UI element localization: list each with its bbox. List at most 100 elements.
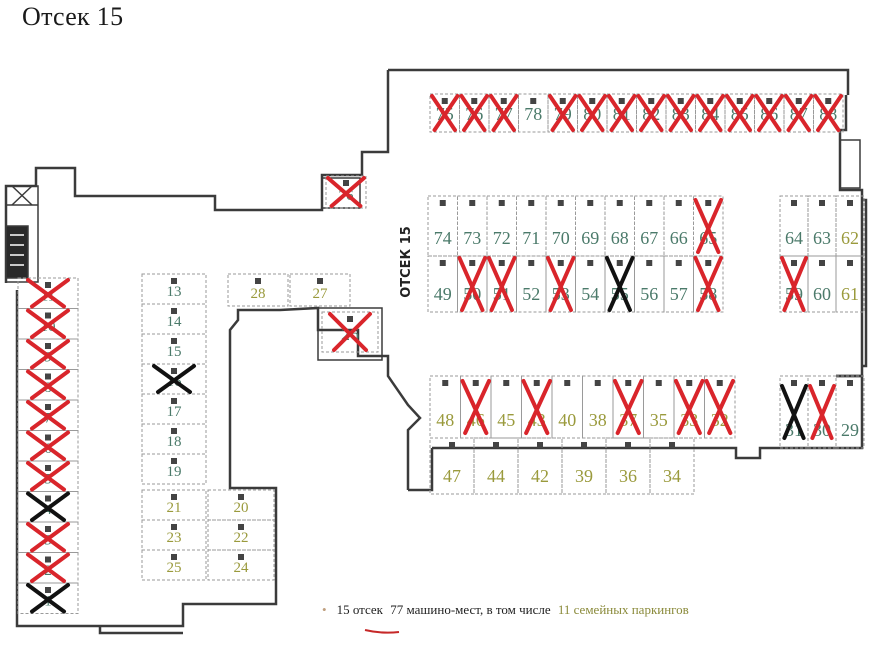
outlet-mark <box>618 98 625 104</box>
sold-cross-icon <box>704 379 735 435</box>
outlet-mark <box>500 98 507 104</box>
sold-cross-icon <box>725 94 755 132</box>
outlet-mark <box>847 260 853 266</box>
caption-part3: 11 семейных паркингов <box>557 602 689 617</box>
spot-number: 74 <box>434 228 452 248</box>
red-underline-mark <box>364 629 400 634</box>
sold-cross-icon <box>666 94 696 132</box>
stairwell <box>5 139 861 283</box>
parking-spot-58 <box>693 255 724 313</box>
spot-number: 29 <box>841 420 859 440</box>
outlet-mark <box>625 380 632 386</box>
parking-spot-62 <box>835 195 865 257</box>
sold-cross-icon <box>26 339 70 370</box>
spot-grid <box>17 93 865 614</box>
outlet-mark <box>587 260 594 266</box>
outlet-mark <box>736 98 743 104</box>
parking-spot-27 <box>289 273 351 307</box>
sold-cross-icon <box>636 94 666 132</box>
spot-number: 56 <box>640 284 658 304</box>
sold-cross-icon <box>674 379 705 435</box>
spot-number: 36 <box>619 466 637 486</box>
sold-cross-icon <box>695 94 725 132</box>
sold-cross-icon <box>605 256 635 312</box>
parking-spot-83 <box>665 93 696 133</box>
caption-part2: 77 машино-мест, в том числе <box>390 602 551 617</box>
spot-number: 78 <box>524 104 542 124</box>
outlet-mark <box>171 428 177 434</box>
parking-spot-22 <box>207 519 275 551</box>
spot-labels: 7576777879808182838485868788767473727170… <box>26 94 859 614</box>
parking-spot-34 <box>649 437 695 495</box>
spot-number: 62 <box>841 228 859 248</box>
outlet-mark <box>45 465 51 471</box>
outlet-mark <box>825 98 832 104</box>
caption-part1: 15 отсек <box>336 602 383 617</box>
outlet-mark <box>716 380 723 386</box>
spot-number: 71 <box>522 228 540 248</box>
outlet-mark <box>449 442 455 448</box>
outlet-marks <box>45 98 853 593</box>
parking-spot-35 <box>643 375 675 439</box>
spot-number: 66 <box>670 228 688 248</box>
outlet-mark <box>648 98 655 104</box>
parking-spot-77 <box>488 93 519 133</box>
outlet-mark <box>557 200 564 206</box>
parking-spot-33 <box>673 375 705 439</box>
outlet-mark <box>45 343 51 349</box>
sold-cross-icon <box>26 400 70 431</box>
page-title: Отсек 15 <box>22 2 124 31</box>
outlet-mark <box>528 260 535 266</box>
outlet-mark <box>503 380 510 386</box>
sold-cross-icon <box>487 256 517 312</box>
bullet-icon: • <box>322 602 327 617</box>
outlet-mark <box>441 98 448 104</box>
sold-cross-icon <box>813 94 843 132</box>
parking-spot-87 <box>783 93 814 133</box>
outlet-mark <box>625 442 631 448</box>
spot-number: 70 <box>552 228 570 248</box>
outlet-mark <box>847 380 853 386</box>
spot-number: 73 <box>463 228 481 248</box>
outlet-mark <box>472 380 479 386</box>
spot-number: 35 <box>650 410 668 430</box>
outlet-mark <box>469 200 476 206</box>
parking-spot-25 <box>141 549 207 581</box>
sold-cross-icon <box>430 94 460 132</box>
spot-number: 40 <box>558 410 576 430</box>
sold-cross-icon <box>521 379 552 435</box>
spot-number: 49 <box>434 284 452 304</box>
outlet-mark <box>537 442 543 448</box>
walls <box>4 68 868 635</box>
parking-spot-80 <box>577 93 608 133</box>
outlet-mark <box>45 312 51 319</box>
parking-spot-86 <box>754 93 785 133</box>
outlet-mark <box>707 98 714 104</box>
parking-spot-43 <box>521 375 553 439</box>
spot-number: 15 <box>167 344 182 360</box>
parking-spot-76 <box>325 175 367 209</box>
sold-cross-icon <box>26 278 70 309</box>
spot-number: 24 <box>234 560 250 576</box>
outlet-mark <box>616 260 623 266</box>
spot-number: 61 <box>841 284 859 304</box>
parking-spot-61 <box>835 255 865 313</box>
outlet-mark <box>669 442 675 448</box>
spot-number: 39 <box>575 466 593 486</box>
outlet-mark <box>45 495 51 502</box>
spot-number: 57 <box>670 284 688 304</box>
parking-spot-19 <box>141 453 207 485</box>
outlet-mark <box>238 524 244 530</box>
outlet-mark <box>171 278 177 284</box>
outlet-mark <box>498 200 505 206</box>
outlet-mark <box>171 308 177 314</box>
outlet-mark <box>766 98 773 104</box>
sold-cross-icon <box>754 94 784 132</box>
spot-number: 34 <box>663 466 681 486</box>
spot-number: 54 <box>581 284 599 304</box>
outlet-mark <box>581 442 587 448</box>
outlet-mark <box>45 434 51 441</box>
sold-cross-icon <box>546 256 576 312</box>
outlet-mark <box>559 98 566 104</box>
